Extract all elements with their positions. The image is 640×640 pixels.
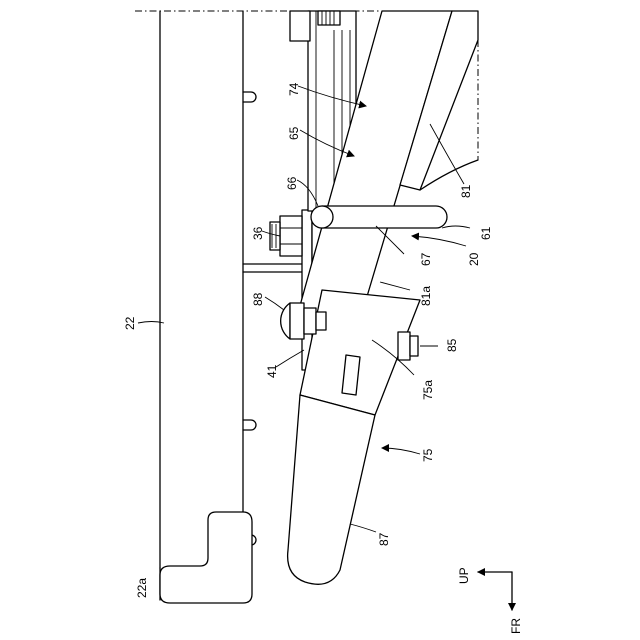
label-22a: 22a bbox=[135, 578, 149, 598]
label-up: UP bbox=[457, 567, 471, 584]
label-88: 88 bbox=[251, 292, 265, 306]
label-85: 85 bbox=[445, 338, 459, 352]
bolt-head bbox=[270, 216, 302, 256]
fastener-85 bbox=[398, 332, 418, 360]
label-87: 87 bbox=[377, 532, 391, 546]
label-81: 81 bbox=[459, 184, 473, 198]
label-75: 75 bbox=[421, 448, 435, 462]
corner-piece-22a bbox=[160, 512, 252, 603]
label-20: 20 bbox=[467, 252, 481, 266]
lever-61 bbox=[311, 206, 447, 228]
label-66: 66 bbox=[285, 176, 299, 190]
label-61: 61 bbox=[479, 226, 493, 240]
label-67: 67 bbox=[419, 252, 433, 266]
label-fr: FR bbox=[509, 618, 523, 634]
bracket-36 bbox=[243, 264, 310, 272]
label-22: 22 bbox=[123, 316, 137, 330]
label-36: 36 bbox=[251, 226, 265, 240]
label-65: 65 bbox=[287, 126, 301, 140]
orientation-indicator bbox=[478, 572, 512, 610]
label-75a: 75a bbox=[421, 380, 435, 400]
extension-87 bbox=[288, 395, 375, 584]
label-74: 74 bbox=[287, 82, 301, 96]
label-41: 41 bbox=[265, 364, 279, 378]
label-81a: 81a bbox=[419, 286, 433, 306]
